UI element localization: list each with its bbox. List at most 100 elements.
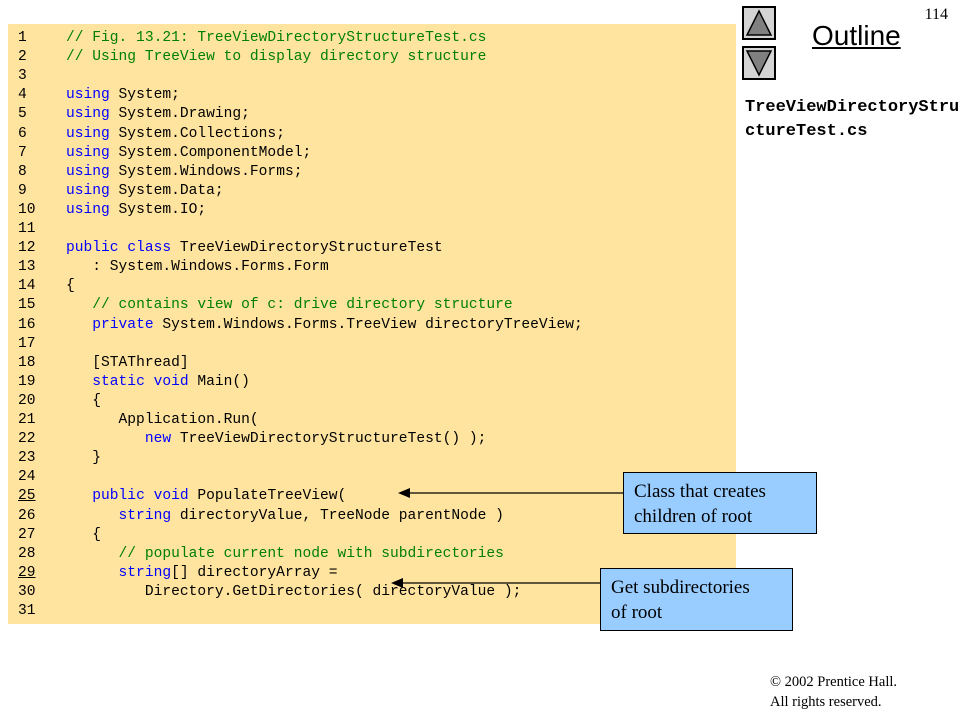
- code-indent: [66, 546, 119, 562]
- code-text: string directoryValue, TreeNode parentNo…: [66, 507, 504, 526]
- keyword-token: public: [92, 488, 145, 505]
- callout-1-line1: Class that creates: [634, 481, 766, 502]
- code-indent: [66, 565, 119, 581]
- keyword-token: using: [66, 125, 110, 142]
- comment-token: // populate current node with subdirecto…: [118, 545, 504, 562]
- code-line: 13 : System.Windows.Forms.Form: [18, 258, 329, 277]
- code-text: // contains view of c: drive directory s…: [66, 296, 512, 315]
- callout-2-line2: of root: [611, 602, 663, 623]
- next-slide-button[interactable]: [742, 46, 776, 80]
- code-token: Directory.GetDirectories( directoryValue…: [144, 583, 522, 600]
- copyright-notice: © 2002 Prentice Hall. All rights reserve…: [770, 672, 897, 712]
- callout-get-subdirectories: Get subdirectories of root: [600, 568, 793, 631]
- code-token: PopulateTreeView(: [188, 488, 347, 505]
- copyright-line2: All rights reserved.: [770, 694, 882, 710]
- code-text: }: [66, 449, 101, 468]
- keyword-token: using: [66, 163, 110, 180]
- callout-1-line2: children of root: [634, 506, 753, 527]
- code-token: [145, 488, 154, 504]
- code-token: {: [92, 526, 102, 543]
- page-number: 114: [924, 6, 948, 23]
- code-indent: [66, 527, 92, 543]
- code-token: {: [66, 278, 75, 295]
- code-text: using System.Collections;: [66, 125, 285, 144]
- code-line: 26 string directoryValue, TreeNode paren…: [18, 507, 504, 526]
- code-text: static void Main(): [66, 373, 250, 392]
- code-text: public class TreeViewDirectoryStructureT…: [66, 239, 443, 258]
- file-title: TreeViewDirectoryStructureTest.cs: [745, 98, 960, 141]
- code-text: new TreeViewDirectoryStructureTest() );: [66, 430, 487, 449]
- code-indent: [66, 259, 92, 275]
- code-token: TreeViewDirectoryStructureTest: [171, 240, 443, 257]
- code-line: 24: [18, 469, 36, 486]
- code-indent: [66, 488, 92, 504]
- keyword-token: using: [66, 87, 110, 104]
- code-text: using System.Windows.Forms;: [66, 163, 302, 182]
- code-indent: [66, 374, 92, 390]
- outline-link[interactable]: Outline: [812, 20, 901, 51]
- comment-token: // Using TreeView to display directory s…: [66, 49, 487, 66]
- code-text: Directory.GetDirectories( directoryValue…: [66, 583, 522, 602]
- code-text: using System.Drawing;: [66, 105, 250, 124]
- code-text: using System.Data;: [66, 182, 224, 201]
- code-token: System.Windows.Forms.TreeView directoryT…: [153, 316, 583, 333]
- code-indent: [66, 393, 92, 409]
- keyword-token: using: [66, 144, 110, 161]
- keyword-token: static: [92, 373, 145, 390]
- code-text: : System.Windows.Forms.Form: [66, 258, 328, 277]
- code-line: 15 // contains view of c: drive director…: [18, 296, 513, 315]
- code-text: Application.Run(: [66, 411, 259, 430]
- keyword-token: string: [118, 507, 172, 524]
- code-line: 14{: [18, 277, 75, 296]
- code-token: }: [92, 450, 102, 467]
- code-indent: [66, 317, 92, 333]
- keyword-token: new: [144, 431, 172, 448]
- code-token: System.Collections;: [109, 125, 285, 142]
- code-listing: 1// Fig. 13.21: TreeViewDirectoryStructu…: [8, 24, 736, 624]
- code-line: 18 [STAThread]: [18, 354, 189, 373]
- previous-slide-button[interactable]: [742, 6, 776, 40]
- code-indent: [66, 584, 145, 600]
- code-indent: [66, 412, 119, 428]
- triangle-down-icon: [745, 50, 773, 77]
- keyword-token: private: [92, 316, 154, 333]
- code-text: [STAThread]: [66, 354, 188, 373]
- copyright-line1: 2002 Prentice Hall.: [781, 674, 898, 690]
- code-indent: [66, 450, 92, 466]
- code-text: {: [66, 526, 101, 545]
- keyword-token: using: [66, 201, 110, 218]
- code-text: public void PopulateTreeView(: [66, 487, 346, 506]
- code-line: 3: [18, 68, 27, 85]
- code-text: {: [66, 392, 101, 411]
- code-token: [] directoryArray =: [171, 564, 338, 581]
- code-text: {: [66, 277, 75, 296]
- code-text: using System.IO;: [66, 201, 206, 220]
- code-token: System.Drawing;: [109, 106, 250, 123]
- triangle-up-icon: [745, 9, 773, 36]
- code-token: System.IO;: [109, 201, 207, 218]
- code-line: 21 Application.Run(: [18, 411, 259, 430]
- keyword-token: void: [153, 488, 189, 505]
- code-text: using System;: [66, 86, 180, 105]
- code-line: 29 string[] directoryArray =: [18, 564, 338, 581]
- keyword-token: string: [118, 564, 172, 581]
- callout-2-line1: Get subdirectories: [611, 577, 750, 598]
- code-line: 2// Using TreeView to display directory …: [18, 49, 487, 66]
- code-line: 28 // populate current node with subdire…: [18, 545, 504, 562]
- code-line: 25 public void PopulateTreeView(: [18, 487, 347, 506]
- keyword-token: using: [66, 182, 110, 199]
- code-line: 20 {: [18, 392, 102, 411]
- code-token: System.Windows.Forms;: [109, 163, 303, 180]
- code-token: Application.Run(: [118, 412, 259, 428]
- code-token: {: [92, 392, 102, 409]
- code-token: System.Data;: [109, 182, 224, 199]
- code-line: 19 static void Main(): [18, 373, 250, 392]
- code-line: 31: [18, 603, 36, 619]
